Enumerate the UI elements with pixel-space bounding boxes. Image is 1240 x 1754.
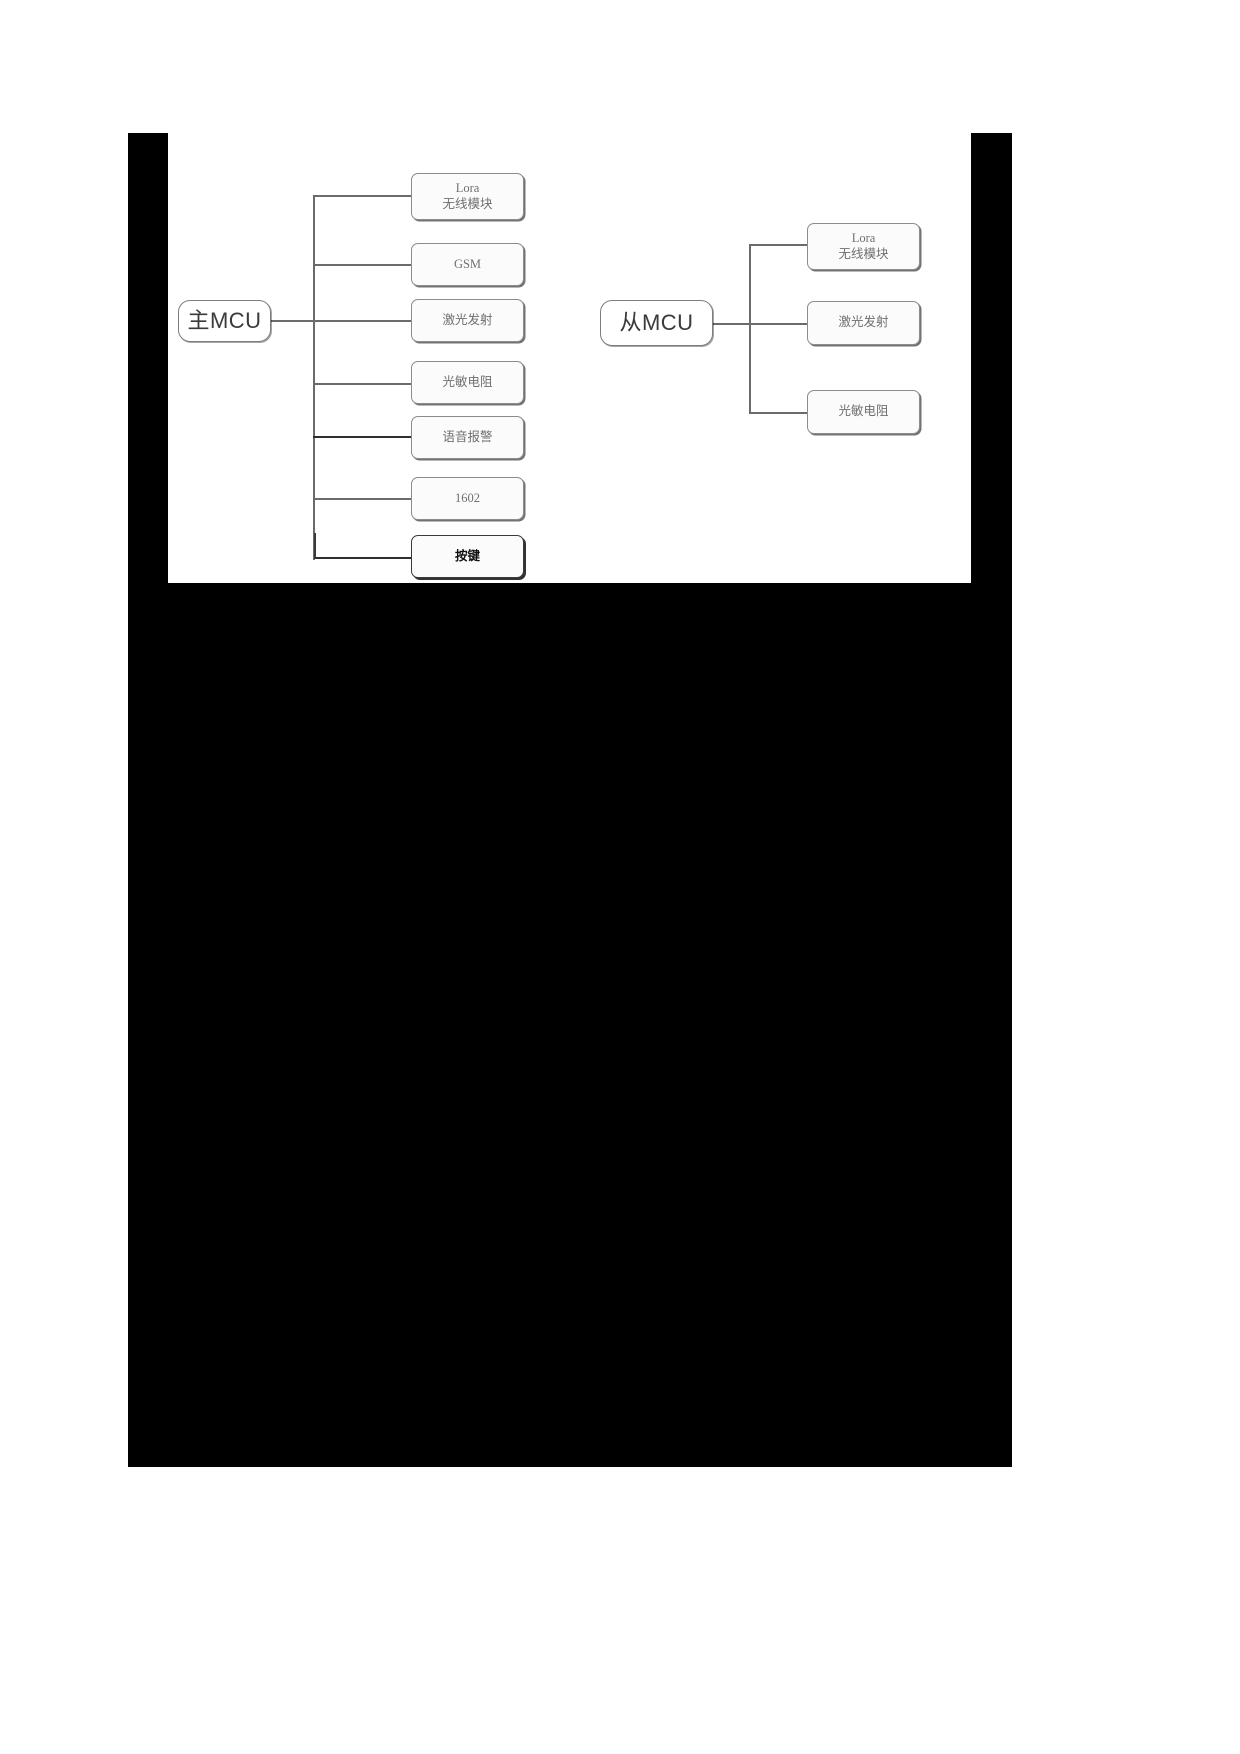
master-child-gsm-label: GSM	[453, 256, 482, 271]
diagram-canvas: 主MCU Lora 无线模块 GSM 激光发射 光敏电阻 语音报警	[168, 133, 971, 583]
master-child-laser-emitter[interactable]: 激光发射	[411, 299, 524, 342]
master-child-lcd-1602[interactable]: 1602	[411, 477, 524, 520]
master-branch-wire-gsm	[313, 264, 411, 266]
slave-stem-wire	[713, 323, 750, 325]
master-child-photoresistor[interactable]: 光敏电阻	[411, 361, 524, 404]
slave-mcu-label: 从MCU	[619, 310, 694, 336]
slave-child-lora-line2: 无线模块	[838, 246, 889, 261]
master-child-keys[interactable]: 按键	[411, 535, 524, 578]
slave-child-photoresistor-label: 光敏电阻	[838, 404, 889, 419]
master-branch-wire-photoresistor	[313, 383, 411, 385]
slave-child-photoresistor[interactable]: 光敏电阻	[807, 390, 920, 434]
master-child-voice-alarm[interactable]: 语音报警	[411, 416, 524, 459]
master-mcu-label: 主MCU	[187, 308, 262, 334]
master-branch-wire-laser	[313, 320, 411, 322]
slave-child-lora-line1: Lora	[851, 230, 876, 245]
master-branch-wire-voice-alarm	[313, 436, 411, 439]
master-child-lcd-1602-label: 1602	[455, 490, 480, 505]
master-child-lora-line1: Lora	[455, 180, 480, 195]
master-child-laser-label: 激光发射	[442, 312, 493, 327]
master-branch-wire-lora	[313, 195, 411, 197]
slave-mcu-node[interactable]: 从MCU	[600, 300, 713, 346]
master-child-lora-line2: 无线模块	[442, 196, 493, 211]
master-child-gsm[interactable]: GSM	[411, 243, 524, 286]
slave-branch-wire-lora	[749, 244, 807, 246]
master-stem-wire	[271, 320, 314, 322]
slave-child-lora-wireless-module[interactable]: Lora 无线模块	[807, 223, 920, 270]
master-child-voice-alarm-label: 语音报警	[442, 429, 493, 444]
master-child-keys-label: 按键	[454, 548, 480, 563]
master-branch-wire-keys	[315, 557, 411, 560]
black-bar-bottom	[128, 583, 1012, 1467]
master-bus-wire	[313, 195, 315, 560]
slave-branch-wire-photoresistor	[749, 412, 807, 414]
master-child-lora-wireless-module[interactable]: Lora 无线模块	[411, 173, 524, 220]
slave-child-laser-emitter[interactable]: 激光发射	[807, 301, 920, 345]
slave-bus-wire	[749, 244, 751, 413]
master-bus-wire-bottom	[314, 533, 317, 559]
master-branch-wire-1602	[313, 498, 411, 500]
master-child-photoresistor-label: 光敏电阻	[442, 374, 493, 389]
master-mcu-node[interactable]: 主MCU	[178, 300, 271, 342]
slave-child-laser-label: 激光发射	[838, 315, 889, 330]
slave-branch-wire-laser	[749, 323, 807, 325]
